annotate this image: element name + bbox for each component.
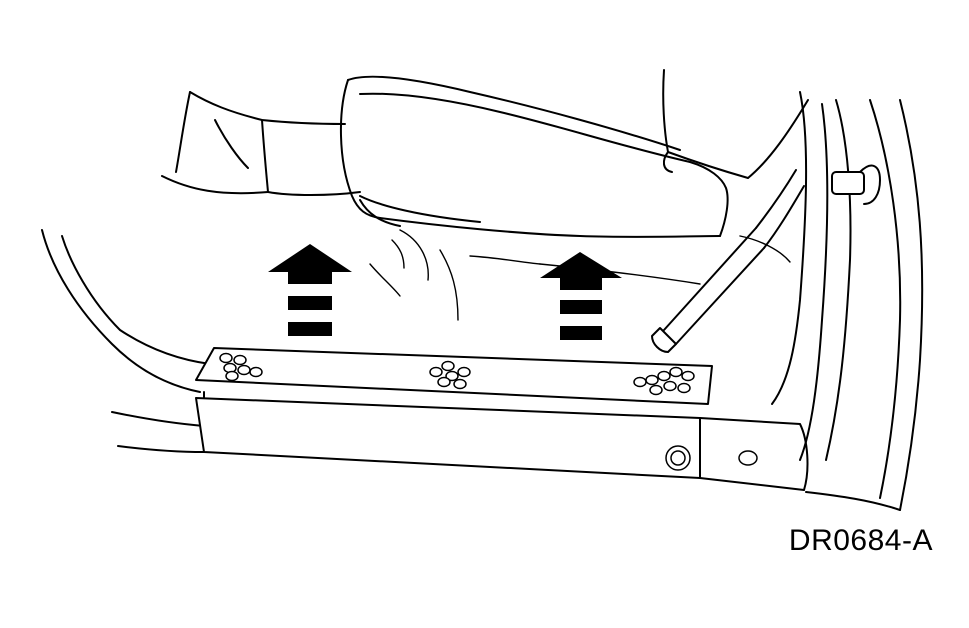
front-seat <box>339 69 809 321</box>
scuff-plate <box>195 347 713 405</box>
seat-belt <box>651 169 805 353</box>
lift-arrow-left <box>268 244 352 336</box>
rear-seat-background <box>161 91 361 196</box>
door-opening <box>739 91 924 511</box>
figure-id-label: DR0684-A <box>788 524 933 557</box>
rocker-panel <box>195 397 809 491</box>
lift-arrow-right <box>540 252 622 340</box>
